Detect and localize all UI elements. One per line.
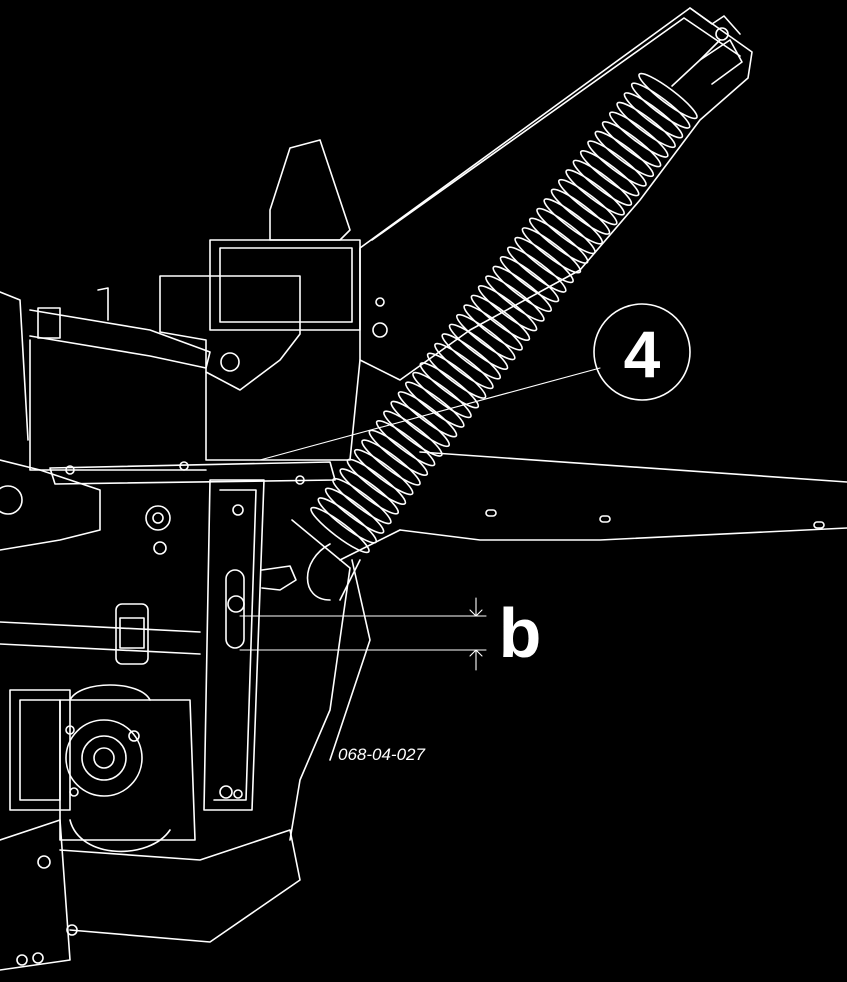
spring-coil — [623, 92, 684, 139]
spring-coil — [587, 140, 647, 187]
dimension-b-label: b — [499, 594, 542, 672]
figure-reference: 068-04-027 — [338, 745, 426, 764]
spring-coil — [353, 448, 414, 496]
spring-coil — [557, 178, 618, 226]
spring-coil — [485, 275, 545, 322]
spring-coil — [434, 342, 494, 390]
spring-coil — [310, 506, 370, 554]
spring-coil — [536, 207, 596, 255]
spring-coil — [594, 130, 655, 178]
spring-coil — [332, 477, 392, 525]
base-frame — [0, 819, 301, 971]
spring-coil — [616, 101, 676, 149]
adjustment-plate — [203, 479, 297, 811]
spring-housing — [289, 519, 371, 841]
spring-coil — [638, 72, 698, 120]
spring-coil — [572, 159, 633, 207]
spring-coil — [477, 284, 538, 332]
spring-coil — [383, 410, 443, 457]
spring-coil — [317, 497, 378, 544]
spring-coil — [404, 381, 465, 428]
bracket-housing — [159, 139, 388, 461]
spring-coil — [339, 468, 400, 515]
spring-coil — [361, 439, 421, 486]
spring-coil — [441, 333, 502, 380]
spring-coil — [463, 304, 523, 351]
spring-lower-hook — [306, 543, 331, 601]
spring-coil — [565, 169, 625, 216]
pulley-assembly — [9, 684, 196, 853]
spring-coil — [550, 188, 611, 235]
upper-arm — [359, 7, 753, 381]
spring-coil — [397, 391, 458, 438]
spring-coil — [426, 352, 487, 399]
lower-frame — [339, 451, 847, 561]
spring-coil — [506, 246, 567, 293]
callout-4: 4 — [259, 303, 691, 461]
spring-coil — [455, 313, 516, 361]
dimension-b-lines — [239, 597, 487, 671]
spring-coil — [368, 429, 429, 477]
spring-coil — [514, 236, 574, 284]
spring-coil — [543, 198, 604, 245]
callout-4-label: 4 — [624, 317, 661, 391]
spring-coil — [630, 82, 691, 129]
spring-coil — [470, 294, 531, 342]
spring-coil — [521, 227, 582, 274]
spring-coil — [579, 149, 640, 197]
spring-coil — [419, 362, 480, 409]
link-rod — [0, 287, 211, 441]
spring-coil — [528, 217, 589, 264]
tension-spring — [306, 39, 721, 601]
spring-coil — [412, 371, 472, 419]
spring-coil — [448, 323, 509, 371]
spring-coil — [608, 111, 669, 158]
spring-coil — [499, 255, 560, 303]
spring-upper-hook — [671, 39, 721, 87]
spring-coil — [492, 265, 553, 313]
spring-coil — [375, 419, 436, 467]
spring-coil — [324, 487, 385, 534]
spring-coil — [601, 120, 662, 168]
shaft-clamp — [0, 603, 201, 665]
spring-coil — [390, 400, 451, 448]
spring-coil — [346, 458, 407, 506]
left-frame — [0, 339, 207, 555]
mount-plate — [49, 461, 336, 485]
